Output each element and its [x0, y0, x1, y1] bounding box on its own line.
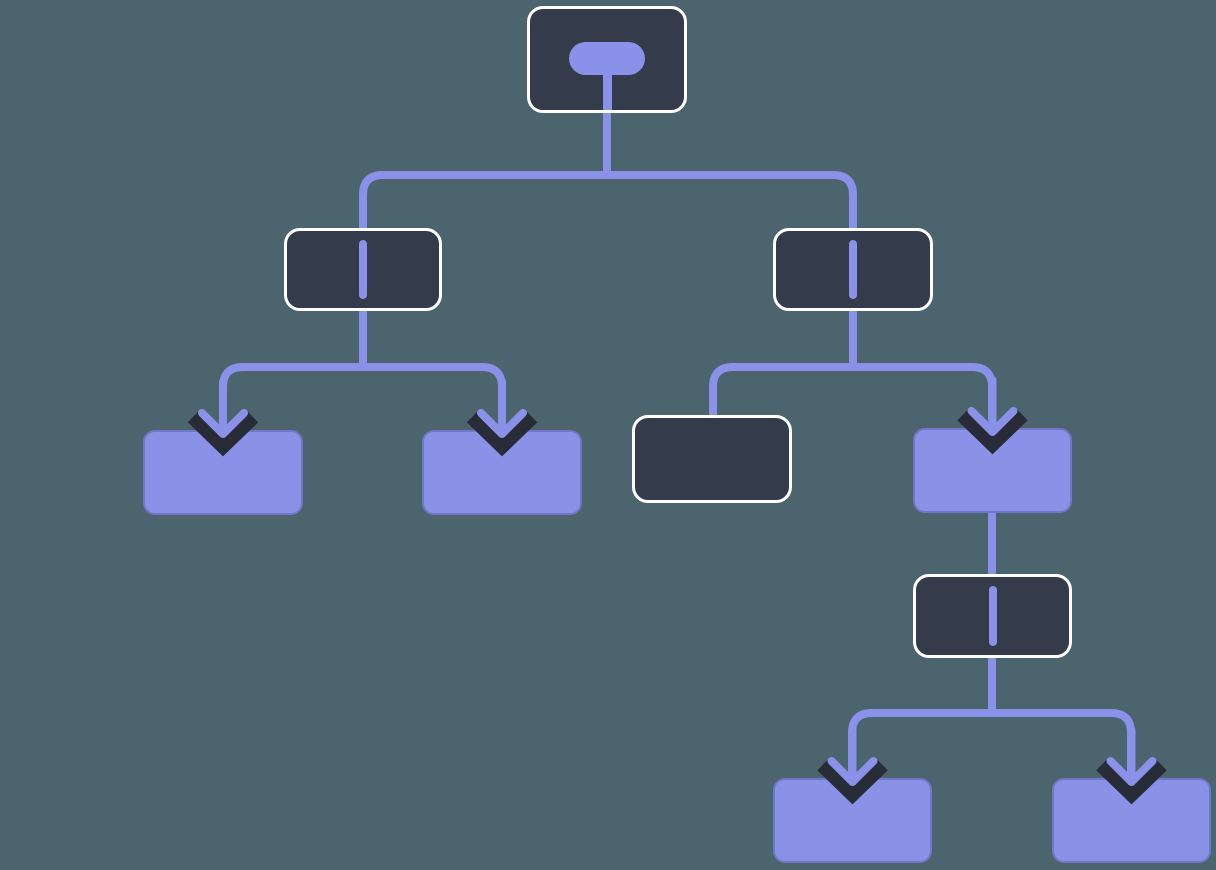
node-box-middle-empty[interactable]: [632, 415, 792, 503]
node-root[interactable]: [527, 6, 687, 113]
node-leaf-left-1[interactable]: [143, 430, 303, 515]
node-leaf-middle[interactable]: [913, 428, 1072, 513]
root-icon-pill: [569, 42, 645, 75]
pass-through-line-icon: [988, 586, 997, 646]
node-leaf-left-2[interactable]: [422, 430, 582, 515]
root-node-icon: [530, 9, 684, 110]
pass-through-line-icon: [849, 240, 857, 299]
node-gate-left[interactable]: [284, 228, 442, 311]
pass-through-line-icon: [359, 240, 367, 299]
node-gate-right[interactable]: [773, 228, 933, 311]
root-icon-stem: [602, 73, 612, 110]
node-leaf-bottom-right[interactable]: [1052, 778, 1211, 863]
node-leaf-bottom-left[interactable]: [773, 778, 932, 863]
node-gate-bottom[interactable]: [913, 574, 1072, 658]
